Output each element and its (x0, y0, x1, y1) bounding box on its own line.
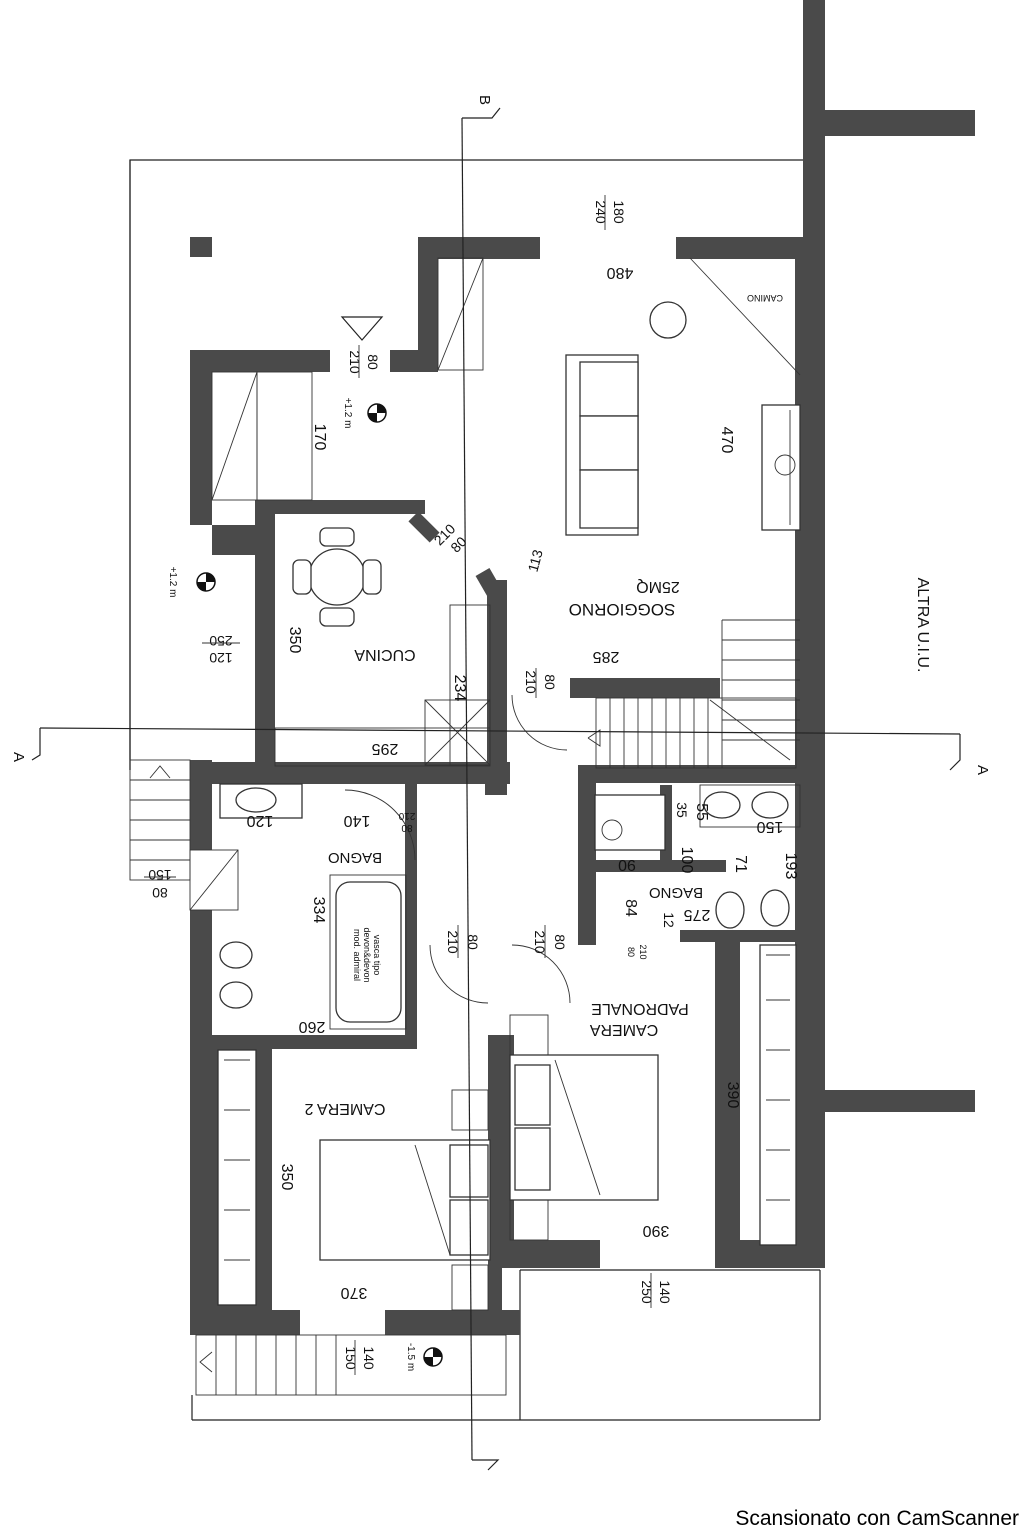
svg-text:120: 120 (209, 650, 233, 666)
svg-text:35: 35 (674, 802, 690, 818)
kitchen-counter (211, 257, 491, 767)
label-altra-uiu: ALTRA U.I.U. (914, 578, 931, 673)
fireplace-diagonal (689, 257, 801, 376)
svg-text:90: 90 (618, 856, 636, 873)
svg-text:80: 80 (552, 934, 568, 950)
label-bagno-right: BAGNO (649, 884, 703, 901)
round-table (649, 301, 687, 339)
svg-text:210: 210 (347, 350, 363, 374)
wardrobe-master (759, 944, 797, 1246)
label-camera: CAMERA (589, 1021, 658, 1038)
svg-text:100: 100 (678, 847, 695, 874)
stairs-external-bottom (195, 1334, 507, 1396)
svg-text:210: 210 (638, 944, 648, 959)
svg-text:55: 55 (693, 803, 710, 821)
svg-text:-1.5 m: -1.5 m (405, 1343, 416, 1371)
svg-text:285: 285 (593, 648, 620, 665)
interior-walls (190, 511, 800, 1335)
bathroom-right-fixtures (594, 784, 801, 929)
level-marker-icons (196, 403, 443, 1367)
dining-table (292, 527, 382, 627)
stairs-internal (587, 619, 800, 769)
svg-text:210: 210 (445, 930, 461, 954)
label-padronale: PADRONALE (591, 1000, 689, 1017)
svg-text:84: 84 (622, 899, 639, 917)
svg-text:80: 80 (465, 934, 481, 950)
svg-text:250: 250 (639, 1280, 655, 1304)
svg-text:+1.2 m: +1.2 m (342, 398, 353, 429)
svg-text:12: 12 (661, 912, 677, 928)
svg-text:240: 240 (593, 200, 609, 224)
svg-text:140: 140 (344, 812, 371, 829)
svg-text:390: 390 (724, 1082, 741, 1109)
stairs-external-left (129, 759, 191, 881)
bathroom-left-fixtures (189, 783, 407, 1030)
svg-text:80: 80 (365, 354, 381, 370)
section-marker-labels: A A B (10, 95, 991, 775)
svg-text:180: 180 (611, 200, 627, 224)
svg-text:210: 210 (532, 930, 548, 954)
svg-text:260: 260 (299, 1018, 326, 1035)
svg-text:295: 295 (372, 740, 399, 757)
property-boundary (129, 159, 821, 1421)
svg-text:80: 80 (542, 674, 558, 690)
bathtub-note: vasca tipo devon&devon mod. admiral (352, 927, 382, 982)
bed-camera2 (319, 1089, 491, 1311)
section-a-right: A (974, 765, 991, 775)
wardrobe-camera2 (217, 1049, 257, 1306)
label-soggiorno-area: 25MQ (636, 578, 680, 595)
svg-text:193: 193 (782, 853, 799, 880)
svg-text:150: 150 (343, 1346, 359, 1370)
section-a-left: A (10, 752, 27, 762)
svg-text:vasca tipo: vasca tipo (372, 935, 382, 976)
tv-unit (761, 404, 801, 531)
exterior-walls (190, 237, 825, 1335)
svg-text:80: 80 (401, 822, 413, 833)
svg-text:170: 170 (311, 424, 328, 451)
svg-text:71: 71 (732, 855, 749, 873)
svg-text:80: 80 (152, 885, 168, 901)
svg-text:370: 370 (341, 1284, 368, 1301)
svg-text:140: 140 (657, 1280, 673, 1304)
label-soggiorno: SOGGIORNO (569, 600, 676, 619)
svg-text:113: 113 (525, 548, 546, 574)
sofa (565, 354, 639, 536)
dimension-labels: 180 240 480 470 80 210 170 80 210 113 12… (144, 195, 799, 1375)
label-camera2: CAMERA 2 (304, 1100, 385, 1117)
svg-text:80: 80 (626, 947, 636, 957)
room-labels: SOGGIORNO 25MQ CUCINA BAGNO BAGNO CAMERA… (304, 293, 931, 1117)
svg-text:234: 234 (451, 675, 468, 702)
door-swings (344, 694, 571, 1004)
svg-text:210: 210 (398, 810, 415, 821)
svg-text:350: 350 (286, 627, 303, 654)
svg-text:480: 480 (607, 264, 634, 281)
svg-text:150: 150 (148, 867, 172, 883)
label-cucina: CUCINA (354, 646, 416, 663)
svg-text:350: 350 (278, 1164, 295, 1191)
svg-text:334: 334 (310, 897, 327, 924)
svg-text:210: 210 (523, 670, 539, 694)
svg-text:390: 390 (643, 1222, 670, 1239)
svg-text:470: 470 (718, 427, 735, 454)
svg-text:250: 250 (209, 633, 233, 649)
svg-text:150: 150 (757, 818, 784, 835)
bed-master (509, 1014, 659, 1241)
svg-text:mod. admiral: mod. admiral (352, 929, 362, 981)
level-labels: +1.2 m +1.2 m -1.5 m (167, 398, 416, 1372)
svg-text:275: 275 (684, 906, 711, 923)
svg-text:140: 140 (361, 1346, 377, 1370)
scanner-watermark: Scansionato con CamScanner (735, 1507, 1019, 1530)
section-lines (31, 107, 961, 1471)
neighbour-wall (803, 0, 975, 1260)
svg-text:devon&devon: devon&devon (362, 927, 372, 982)
section-b-top: B (476, 95, 493, 105)
label-camino: CAMINO (747, 293, 783, 303)
svg-text:+1.2 m: +1.2 m (167, 567, 178, 598)
triangle-marker (340, 316, 384, 341)
svg-text:120: 120 (247, 812, 274, 829)
label-bagno-left: BAGNO (328, 849, 382, 866)
